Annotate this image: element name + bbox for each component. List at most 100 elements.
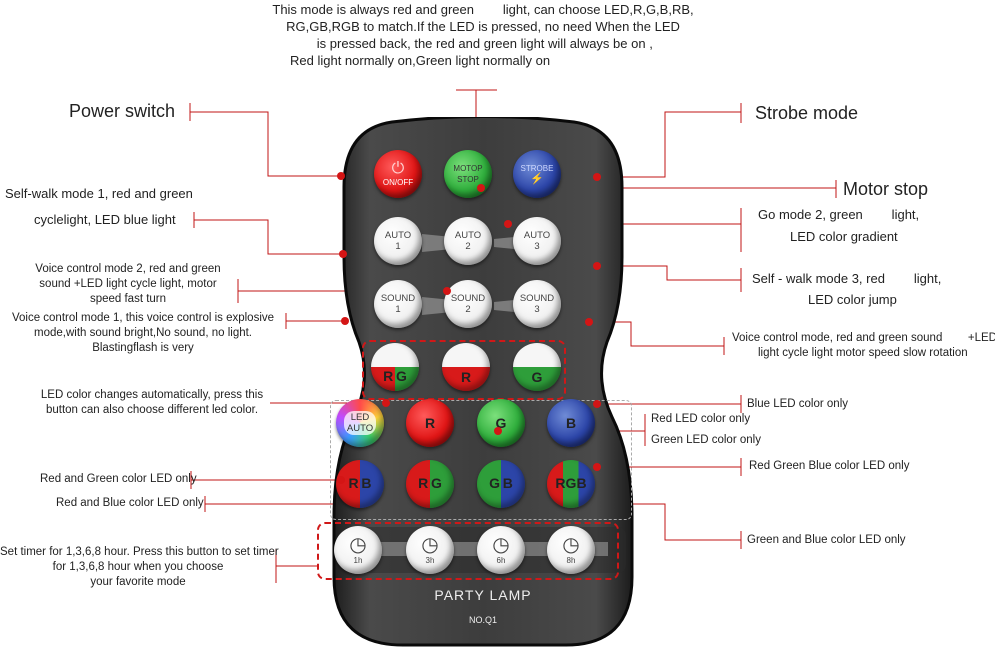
power-icon: ⏻	[391, 159, 405, 177]
color-panel-outline	[330, 400, 632, 520]
callout-dot	[477, 184, 485, 192]
label-voice-3: Voice control mode, red and green sound …	[732, 332, 995, 344]
timer-8h-button[interactable]: ◷ 8h	[547, 526, 595, 574]
model-label: NO.Q1	[468, 615, 497, 625]
label-line: Blastingflash is very	[92, 342, 194, 354]
timer-label: 1h	[353, 555, 363, 565]
g-letter: G	[430, 474, 442, 491]
fixed-color-group-box	[362, 340, 566, 400]
auto-label: AUTO	[384, 230, 412, 241]
sound-number: 2	[465, 304, 471, 315]
lightning-icon: ⚡	[530, 173, 544, 185]
label-line: Set timer for 1,3,6,8 hour. Press this b…	[0, 546, 279, 558]
label-voice-3-cont: light cycle light motor speed slow rotat…	[758, 347, 968, 359]
rg-button[interactable]: R G	[406, 460, 454, 508]
r-letter: R	[418, 474, 429, 491]
top-note-line: RG,GB,RGB to match.If the LED is pressed…	[286, 19, 680, 34]
motor-stop-label-2: STOP	[457, 175, 479, 184]
label-voice-1: Voice control mode 1, this voice control…	[4, 311, 282, 356]
brand-label: PARTY LAMP	[434, 587, 532, 603]
label-line: button can also choose different led col…	[45, 404, 259, 416]
sound-label: SOUND	[519, 293, 555, 304]
callout-dot	[593, 173, 601, 181]
gb-button[interactable]: G B	[477, 460, 525, 508]
gb-label: G B	[489, 474, 513, 491]
b-letter: B	[565, 414, 577, 431]
rgb-button[interactable]: RGB	[547, 460, 595, 508]
callout-dot	[339, 250, 347, 258]
led-auto-button[interactable]: LED AUTO	[336, 399, 384, 447]
rgb-label: RGB	[555, 474, 587, 491]
timer-1h-button[interactable]: ◷ 1h	[334, 526, 382, 574]
rb-label: R B	[348, 474, 372, 491]
motor-stop-button[interactable]: MOTOP STOP	[444, 150, 492, 198]
top-note-line: is pressed back, the red and green light…	[313, 36, 653, 51]
g-letter: G	[489, 474, 501, 491]
label-go-mode-2-cont: LED color gradient	[790, 229, 898, 244]
timer-6h-button[interactable]: ◷ 6h	[477, 526, 525, 574]
green-button[interactable]: G	[477, 399, 525, 447]
clock-icon: ◷	[492, 533, 510, 556]
power-button-label: ON/OFF	[382, 177, 414, 187]
timer-label: 6h	[496, 555, 506, 565]
rg-steady-button[interactable]: R G	[371, 343, 419, 391]
g-letter: G	[565, 474, 577, 491]
callout-dot	[585, 318, 593, 326]
label-line: your favorite mode	[90, 576, 186, 588]
clock-icon: ◷	[421, 533, 439, 556]
auto-number: 2	[465, 241, 471, 252]
clock-icon: ◷	[349, 533, 367, 556]
top-note-line: This mode is always red and green light,…	[272, 2, 694, 17]
blue-button[interactable]: B	[547, 399, 595, 447]
label-self-walk-1: Self-walk mode 1, red and green	[5, 186, 193, 201]
label-line: for 1,3,6,8 hour when you choose	[52, 561, 224, 573]
auto-3-button[interactable]: AUTO 3	[513, 217, 561, 265]
b-letter: B	[576, 474, 587, 491]
auto-number: 1	[395, 241, 401, 252]
sound-1-button[interactable]: SOUND 1	[374, 280, 422, 328]
timer-3h-button[interactable]: ◷ 3h	[406, 526, 454, 574]
label-gb-only: Green and Blue color LED only	[747, 534, 906, 546]
label-motor-stop: Motor stop	[843, 179, 929, 199]
label-self-walk-3: Self - walk mode 3, red light,	[752, 271, 942, 286]
label-power-switch: Power switch	[69, 101, 176, 121]
timer-label: 3h	[425, 555, 435, 565]
r-steady-button[interactable]: R	[442, 343, 490, 391]
r-letter: R	[424, 414, 436, 431]
power-button[interactable]: ⏻ ON/OFF	[374, 150, 422, 198]
rg-steady-label: R G	[383, 367, 407, 384]
callout-dot	[504, 220, 512, 228]
timer-group-box	[317, 522, 619, 580]
remote-control: ⏻ ON/OFF MOTOP STOP STROBE ⚡ AUTO 1 AUTO…	[317, 117, 644, 647]
auto-word: AUTO	[346, 423, 374, 434]
label-red-only: Red LED color only	[651, 413, 751, 425]
g-letter: G	[395, 367, 407, 384]
label-line: Voice control mode 1, this voice control…	[11, 312, 275, 324]
top-note: This mode is always red and green light,…	[268, 1, 698, 69]
rb-button[interactable]: R B	[336, 460, 384, 508]
sound-2-button[interactable]: SOUND 2	[444, 280, 492, 328]
label-voice-2: Voice control mode 2, red and green soun…	[18, 262, 238, 307]
led-auto-label: LED AUTO	[343, 411, 377, 435]
r-letter: R	[348, 474, 359, 491]
strobe-label: STROBE	[520, 164, 554, 173]
auto-2-button[interactable]: AUTO 2	[444, 217, 492, 265]
sound-3-button[interactable]: SOUND 3	[513, 280, 561, 328]
r-letter: R	[555, 474, 566, 491]
sound-label: SOUND	[450, 293, 486, 304]
callout-dot	[593, 400, 601, 408]
red-button[interactable]: R	[406, 399, 454, 447]
sound-number: 1	[395, 304, 401, 315]
callout-dot	[593, 463, 601, 471]
auto-label: AUTO	[454, 230, 482, 241]
label-line: LED color changes automatically, press t…	[40, 389, 264, 401]
b-letter: B	[502, 474, 513, 491]
auto-1-button[interactable]: AUTO 1	[374, 217, 422, 265]
g-steady-button[interactable]: G	[513, 343, 561, 391]
label-line: mode,with sound bright,No sound, no ligh…	[34, 327, 252, 339]
g-letter: G	[495, 414, 507, 431]
sound-label: SOUND	[380, 293, 416, 304]
strobe-button[interactable]: STROBE ⚡	[513, 150, 561, 198]
label-led-auto: LED color changes automatically, press t…	[36, 388, 268, 418]
